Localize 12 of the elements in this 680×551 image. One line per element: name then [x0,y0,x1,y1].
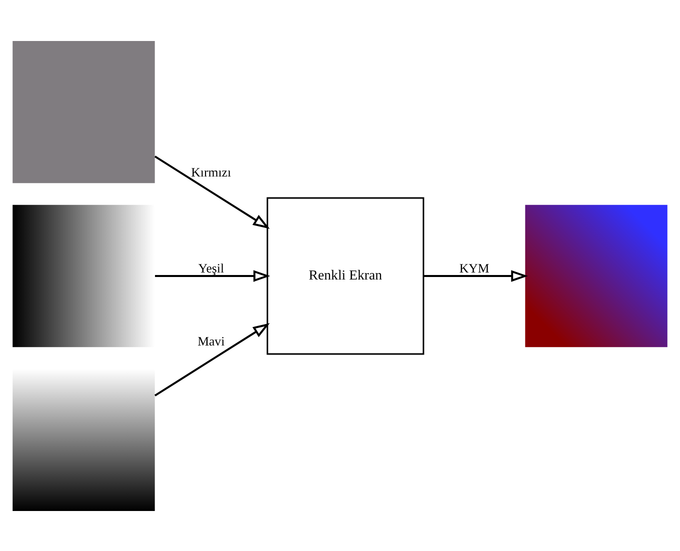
edge-label: Yeşil [198,260,224,275]
node-box [525,204,668,347]
arrow [154,322,270,396]
edge-label: Kırmızı [191,165,232,180]
arrow [155,270,270,282]
node-box: Renkli Ekran [266,196,424,354]
node-box [12,204,155,347]
arrow [154,155,270,228]
edge-label: Mavi [198,334,225,348]
node-box [12,40,155,183]
edge-label: KYM [459,260,490,275]
arrow [423,270,528,282]
